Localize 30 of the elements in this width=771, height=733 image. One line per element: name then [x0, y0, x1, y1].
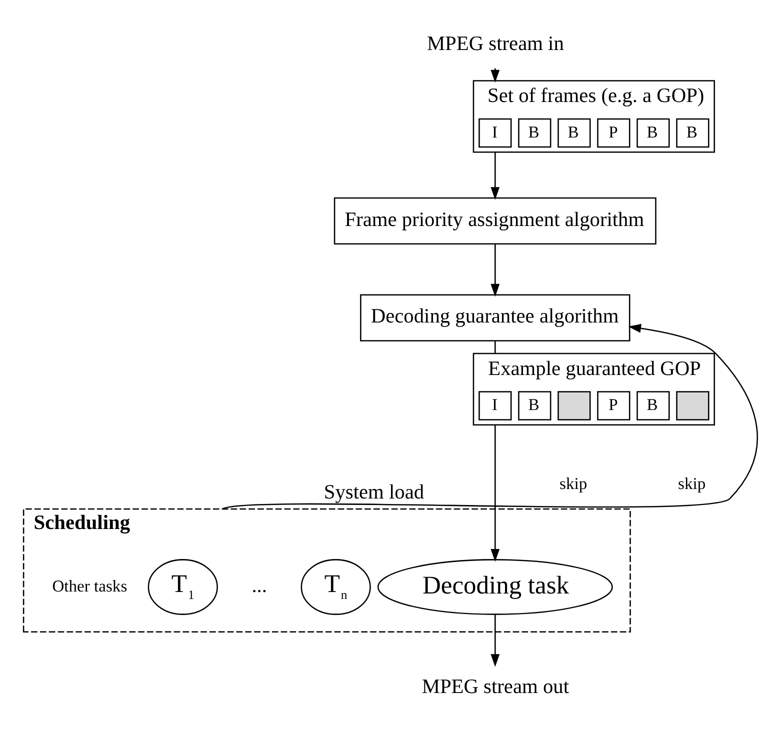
edge-label: System load: [324, 481, 424, 504]
arrow: [490, 244, 500, 297]
arrow: [490, 424, 500, 562]
node-ellipse: T$_{n}$: [300, 559, 371, 615]
arrow: [490, 152, 500, 200]
node-label: skip: [560, 474, 588, 494]
connector: [494, 341, 496, 354]
node-box: B: [676, 118, 710, 148]
node-label: skip: [678, 474, 706, 494]
node-box: B: [636, 118, 670, 148]
node-box: I: [478, 118, 512, 148]
node-box: [558, 391, 591, 420]
label: ...: [252, 574, 267, 597]
node-label: Other tasks: [52, 576, 128, 596]
node-box: Frame priority assignment algorithm: [334, 197, 656, 244]
node-text: MPEG stream out: [422, 676, 570, 698]
node-box: B: [558, 118, 591, 148]
node-text: MPEG stream in: [426, 32, 564, 55]
node-box: I: [478, 391, 512, 420]
node-box: Decoding guarantee algorithm: [360, 294, 630, 342]
node-box: P: [597, 118, 630, 148]
node-box: B: [518, 118, 552, 148]
node-ellipse: Decoding task: [377, 559, 613, 615]
node-box: [676, 391, 710, 420]
node-ellipse: T$_{1}$: [148, 559, 218, 615]
node-box: B: [636, 391, 670, 420]
arrow: [490, 614, 500, 667]
node-box: B: [518, 391, 552, 420]
node-box: P: [597, 391, 630, 420]
arrow: [222, 324, 758, 510]
